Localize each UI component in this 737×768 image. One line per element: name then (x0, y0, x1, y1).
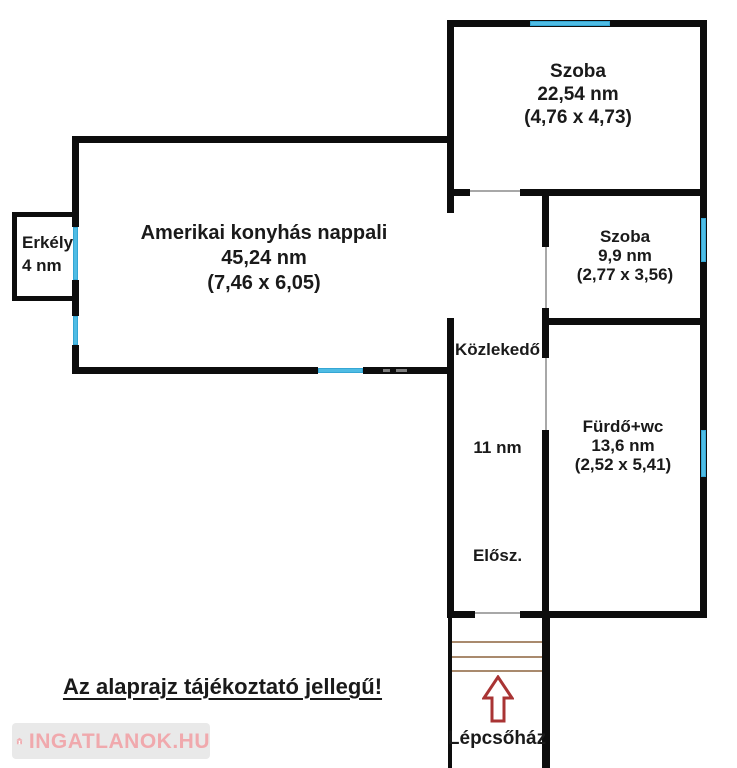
up-arrow-icon (482, 675, 514, 723)
door-opening (545, 247, 547, 308)
wall-nappali-left (72, 280, 79, 316)
room-area: 22,54 nm (537, 84, 619, 105)
door-opening (545, 358, 547, 430)
room-label-erkely: Erkély 4 nm (22, 231, 74, 277)
room-label-nappali: Amerikai konyhás nappali 45,24 nm (7,46 … (79, 221, 449, 296)
wall-erkely-top (12, 212, 72, 217)
room-label-furdo: Fürdő+wc 13,6 nm (2,52 x 5,41) (549, 417, 697, 474)
wall-erkely-bottom (12, 296, 72, 301)
disclaimer-text: Az alaprajz tájékoztató jellegű! (62, 674, 383, 699)
wall-szoba-top-bottom (520, 189, 707, 196)
wall-nappali-bottom (72, 367, 318, 374)
wall-bottom-outer (447, 611, 475, 618)
room-area: 4 nm (22, 256, 62, 275)
room-area: 9,9 nm (598, 246, 652, 265)
wall-nappali-top (72, 136, 454, 143)
wall-bottom-outer (520, 611, 707, 618)
corridor-label: Közlekedő (454, 340, 541, 359)
wall-corridor-right (542, 430, 549, 618)
watermark-badge: INGATLANOK.HU (12, 723, 210, 759)
room-dimensions: (2,52 x 5,41) (574, 455, 672, 474)
wall-corridor-right (542, 308, 549, 358)
corridor-area: 11 nm (473, 438, 522, 457)
watermark-artifact (396, 369, 407, 372)
stair-tread (452, 656, 542, 658)
entrance-door-opening (475, 612, 520, 614)
wall-nappali-bottom (363, 367, 454, 374)
room-area: 13,6 nm (591, 436, 655, 455)
wall-erkely-left (12, 212, 17, 301)
room-dimensions: (2,77 x 3,56) (576, 265, 674, 284)
house-icon (16, 737, 23, 745)
window-marker (318, 368, 363, 373)
wall-staircase-left (448, 618, 452, 768)
room-dimensions: (7,46 x 6,05) (207, 272, 321, 294)
hall-label: Elősz. (472, 546, 523, 565)
window-marker (73, 316, 78, 345)
room-area: 45,24 nm (221, 247, 307, 269)
watermark-text: INGATLANOK.HU (28, 730, 210, 753)
balcony-door-window-marker (73, 227, 78, 280)
door-opening (470, 190, 520, 192)
wall-szoba-top-left (447, 20, 454, 213)
wall-szoba-top-bottom (447, 189, 470, 196)
window-marker (701, 430, 706, 477)
wall-nappali-left (72, 136, 79, 227)
wall-corridor-left (447, 318, 454, 618)
wall-corridor-right (542, 196, 549, 247)
room-name: Szoba (599, 227, 651, 246)
window-marker (530, 21, 610, 26)
room-dimensions: (4,76 x 4,73) (524, 107, 632, 128)
room-label-szoba-top: Szoba 22,54 nm (4,76 x 4,73) (450, 60, 706, 129)
window-marker (701, 218, 706, 262)
room-name: Amerikai konyhás nappali (140, 222, 388, 244)
staircase-label: Lépcsőház (447, 728, 547, 749)
stair-tread (452, 641, 542, 643)
wall-szoba-small-bottom (542, 318, 707, 325)
room-name: Fürdő+wc (582, 417, 664, 436)
wall-nappali-left (72, 345, 79, 374)
room-label-szoba-small: Szoba 9,9 nm (2,77 x 3,56) (549, 227, 701, 284)
watermark-artifact (383, 369, 390, 372)
room-name: Szoba (550, 61, 606, 82)
room-name: Erkély (22, 233, 74, 252)
stair-tread (452, 670, 542, 672)
wall-staircase-right (542, 618, 550, 768)
